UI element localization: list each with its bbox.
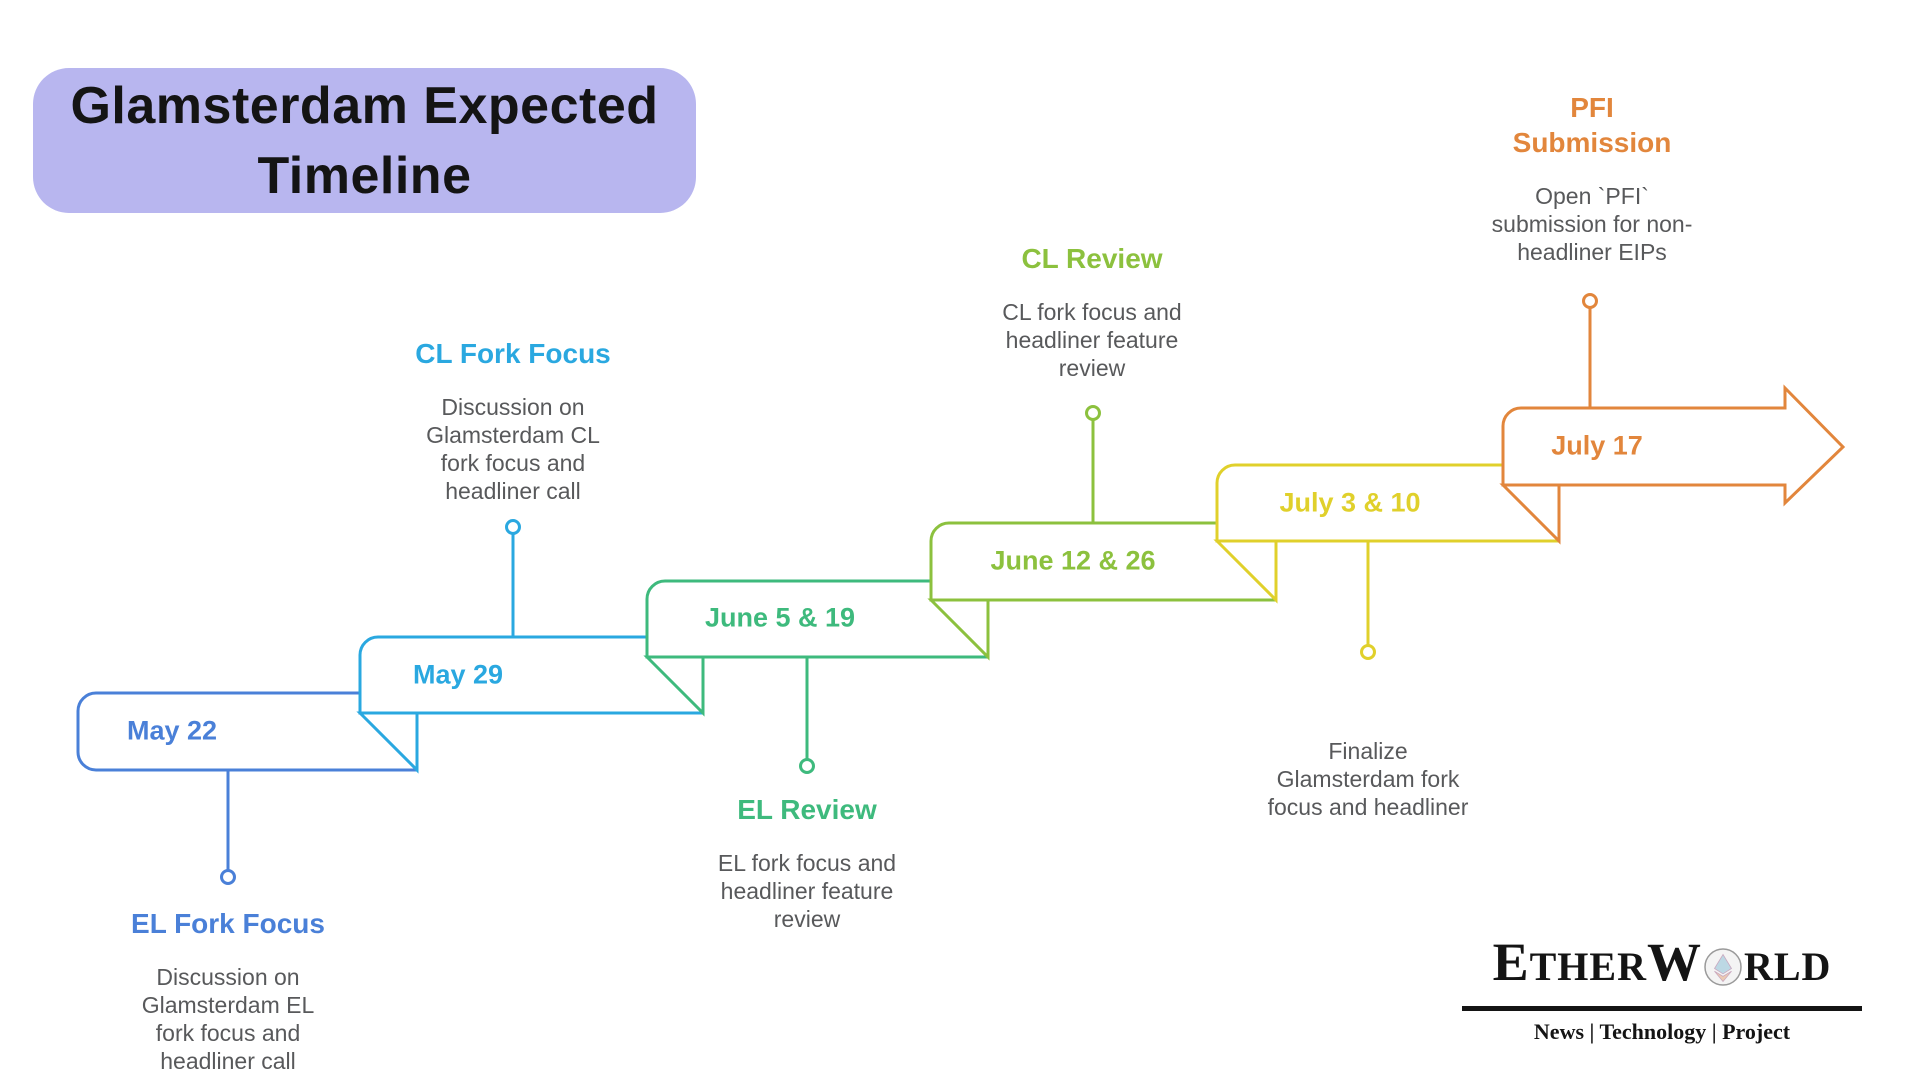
connector-dot [505, 519, 521, 535]
note-heading: CL Fork Focus [415, 338, 611, 369]
date-label-june-12-26: June 12 & 26 [990, 545, 1156, 576]
date-label-july-17: July 17 [1551, 430, 1643, 461]
logo-letter: W [1646, 932, 1702, 992]
ribbon-july-17-arrow [1499, 384, 1846, 545]
note-description: CL fork focus and headliner feature revi… [1002, 299, 1182, 381]
note-heading: PFI Submission [1512, 92, 1672, 158]
note-el-review: EL Review EL fork focus and headliner fe… [718, 792, 896, 933]
connector-july-17 [1582, 293, 1598, 408]
globe-icon [1704, 948, 1742, 986]
ribbon-july-3-10 [1213, 463, 1559, 604]
connector-dot [1360, 644, 1376, 660]
note-heading: EL Review [737, 794, 877, 825]
date-label-may-22: May 22 [126, 715, 218, 746]
logo-letter: E [1492, 932, 1530, 992]
note-description: Open `PFI` submission for non- headliner… [1491, 183, 1693, 265]
ribbon-shape [76, 691, 417, 772]
connector-dot [799, 758, 815, 774]
ribbon-shape [929, 521, 1276, 602]
note-finalize: Finalize Glamsterdam fork focus and head… [1268, 737, 1469, 821]
connector-july-3-10 [1360, 541, 1376, 660]
note-heading: EL Fork Focus [131, 908, 325, 939]
ribbon-may-29 [356, 635, 703, 774]
arrow-shape [1501, 384, 1846, 507]
logo-letters: THER [1529, 944, 1647, 989]
note-cl-fork-focus: CL Fork Focus Discussion on Glamsterdam … [415, 336, 611, 505]
ribbon-may-22 [76, 691, 417, 772]
connector-may-29 [505, 519, 521, 637]
connector-june-5-19 [799, 657, 815, 774]
ribbon-shape [1215, 463, 1559, 543]
date-label-june-5-19: June 5 & 19 [704, 602, 856, 633]
note-description: Discussion on Glamsterdam CL fork focus … [426, 394, 600, 504]
note-description: Finalize Glamsterdam fork focus and head… [1267, 738, 1469, 820]
logo-letters: RLD [1743, 944, 1832, 989]
connector-dot [220, 869, 236, 885]
logo-wordmark: ETHERW RLD [1462, 932, 1862, 1006]
ribbon-shape [645, 579, 988, 659]
date-label-july-3-10: July 3 & 10 [1279, 487, 1421, 518]
connector-dot [1085, 405, 1101, 421]
note-description: EL fork focus and headliner feature revi… [717, 850, 897, 932]
date-label-may-29: May 29 [412, 659, 504, 690]
title-badge: Glamsterdam Expected Timeline [33, 68, 696, 213]
ribbon-shape [358, 635, 703, 715]
connector-may-22 [220, 770, 236, 885]
connector-dot [1582, 293, 1598, 309]
page-title: Glamsterdam Expected Timeline [70, 76, 659, 205]
note-pfi-submission: PFI Submission Open `PFI` submission for… [1492, 90, 1693, 266]
logo-underline [1462, 1006, 1862, 1011]
note-heading: CL Review [1021, 243, 1163, 274]
note-description: Discussion on Glamsterdam EL fork focus … [141, 964, 315, 1074]
etherworld-logo: ETHERW RLD News | Technology | Project [1462, 932, 1862, 1045]
ribbon-june-5-19 [643, 579, 988, 717]
logo-tagline: News | Technology | Project [1533, 1019, 1791, 1044]
ribbon-june-12-26 [927, 521, 1276, 661]
connector-june-12-26 [1085, 405, 1101, 523]
note-el-fork-focus: EL Fork Focus Discussion on Glamsterdam … [131, 906, 325, 1075]
note-cl-review: CL Review CL fork focus and headliner fe… [1002, 241, 1181, 382]
